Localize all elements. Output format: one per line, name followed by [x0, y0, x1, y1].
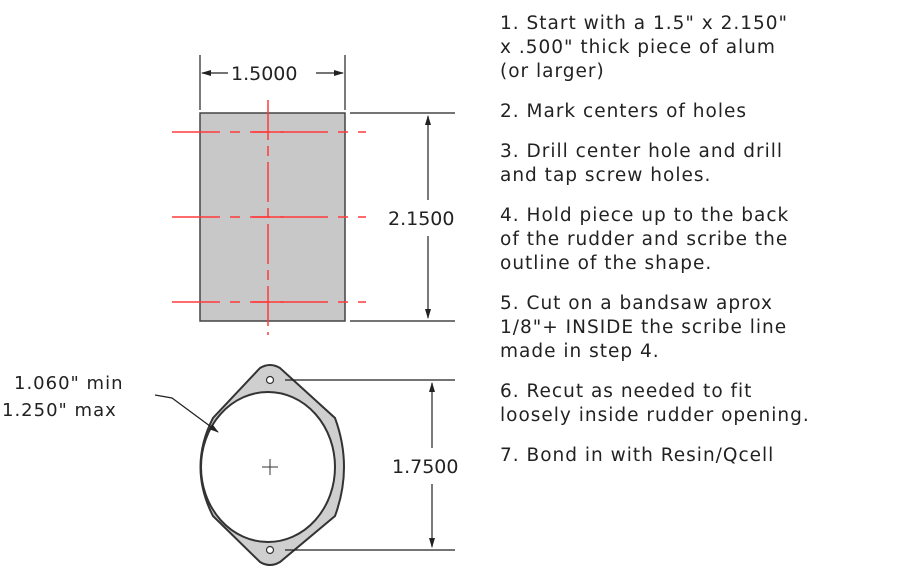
width-dimension	[199, 55, 346, 110]
step-4: 4. Hold piece up to the back of the rudd…	[500, 205, 790, 274]
top-screw-hole	[265, 375, 275, 385]
step-6: 6. Recut as needed to fit loosely inside…	[500, 381, 810, 426]
hole-centerlines	[172, 100, 366, 335]
step-3: 3. Drill center hole and drill and tap s…	[500, 141, 783, 186]
instruction-steps: 1. Start with a 1.5" x 2.150" x .500" th…	[500, 12, 895, 484]
wall-thickness-leader	[154, 394, 219, 433]
step-2: 2. Mark centers of holes	[500, 101, 747, 122]
wall-note-min: 1.060" min	[14, 373, 123, 394]
bottom-screw-hole	[265, 545, 275, 555]
width-dimension-label: 1.5000	[231, 63, 297, 85]
height-dimension-label: 2.1500	[388, 208, 454, 230]
step-5: 5. Cut on a bandsaw aprox 1/8"+ INSIDE t…	[500, 293, 788, 362]
step-1: 1. Start with a 1.5" x 2.150" x .500" th…	[500, 13, 789, 82]
blank-height-dimension	[350, 112, 455, 322]
ring-height-label: 1.7500	[392, 456, 458, 478]
center-mark	[262, 459, 278, 475]
step-7: 7. Bond in with Resin/Qcell	[500, 445, 775, 466]
ring-height-dimension	[285, 379, 455, 551]
wall-note-max: 1.250" max	[2, 400, 117, 421]
ring-insert-view	[199, 364, 345, 566]
ring-outline	[199, 364, 345, 566]
